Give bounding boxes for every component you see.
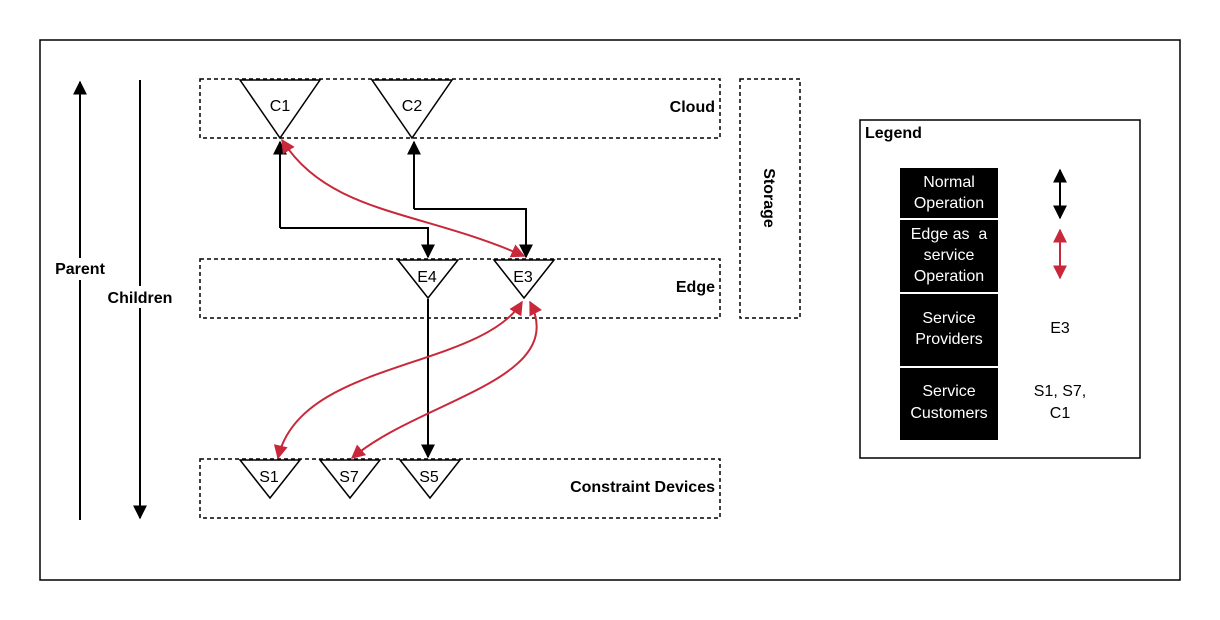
node-c2: C2 xyxy=(370,79,454,140)
service-link-c1-e3 xyxy=(281,138,526,258)
node-s1-label: S1 xyxy=(259,469,279,486)
legend-service-line1: Edge as a xyxy=(911,226,988,243)
cloud-layer-box xyxy=(199,78,721,139)
node-c1-label: C1 xyxy=(270,98,291,115)
node-e3-label: E3 xyxy=(513,269,533,286)
legend: Legend Normal Operation Edge as a servic… xyxy=(859,119,1141,459)
node-e3: E3 xyxy=(492,259,556,300)
storage-label: Storage xyxy=(760,168,777,228)
legend-providers-line2: Providers xyxy=(915,331,983,348)
cloud-layer-label: Cloud xyxy=(670,99,715,116)
legend-customers-cell xyxy=(900,368,998,440)
legend-customers-line2: Customers xyxy=(910,405,987,422)
node-s7-label: S7 xyxy=(339,469,359,486)
link-c1-e4 xyxy=(280,227,435,259)
legend-service-line2: service xyxy=(924,247,975,264)
legend-normal-line1: Normal xyxy=(923,174,975,191)
legend-providers-line1: Service xyxy=(922,310,975,327)
constraint-layer-label: Constraint Devices xyxy=(570,479,715,496)
legend-service-line3: Operation xyxy=(914,268,984,285)
node-e4-label: E4 xyxy=(417,269,437,286)
node-c2-label: C2 xyxy=(402,98,423,115)
legend-title: Legend xyxy=(865,125,922,142)
legend-providers-value: E3 xyxy=(1050,320,1070,337)
parent-label: Parent xyxy=(55,261,105,278)
storage-box xyxy=(739,78,801,319)
legend-service-cell xyxy=(900,220,998,292)
legend-normal-line2: Operation xyxy=(914,195,984,212)
legend-customers-value-line2: C1 xyxy=(1050,405,1071,422)
service-link-e3-s7 xyxy=(350,300,542,459)
edge-layer-label: Edge xyxy=(676,279,715,296)
node-s7: S7 xyxy=(318,459,382,500)
edge-layer-box xyxy=(199,258,721,319)
legend-customers-line1: Service xyxy=(922,383,975,400)
children-label: Children xyxy=(108,290,173,307)
node-s5-label: S5 xyxy=(419,469,439,486)
node-s1: S1 xyxy=(238,459,302,500)
node-e4: E4 xyxy=(396,259,460,300)
legend-normal-cell xyxy=(900,168,998,218)
legend-customers-value-line1: S1, S7, xyxy=(1034,383,1086,400)
node-s5: S5 xyxy=(398,459,462,500)
node-c1: C1 xyxy=(238,79,322,140)
service-link-e3-s1 xyxy=(273,300,523,460)
legend-frame xyxy=(859,119,1141,459)
outer-frame xyxy=(39,39,1181,581)
legend-providers-cell xyxy=(900,294,998,366)
